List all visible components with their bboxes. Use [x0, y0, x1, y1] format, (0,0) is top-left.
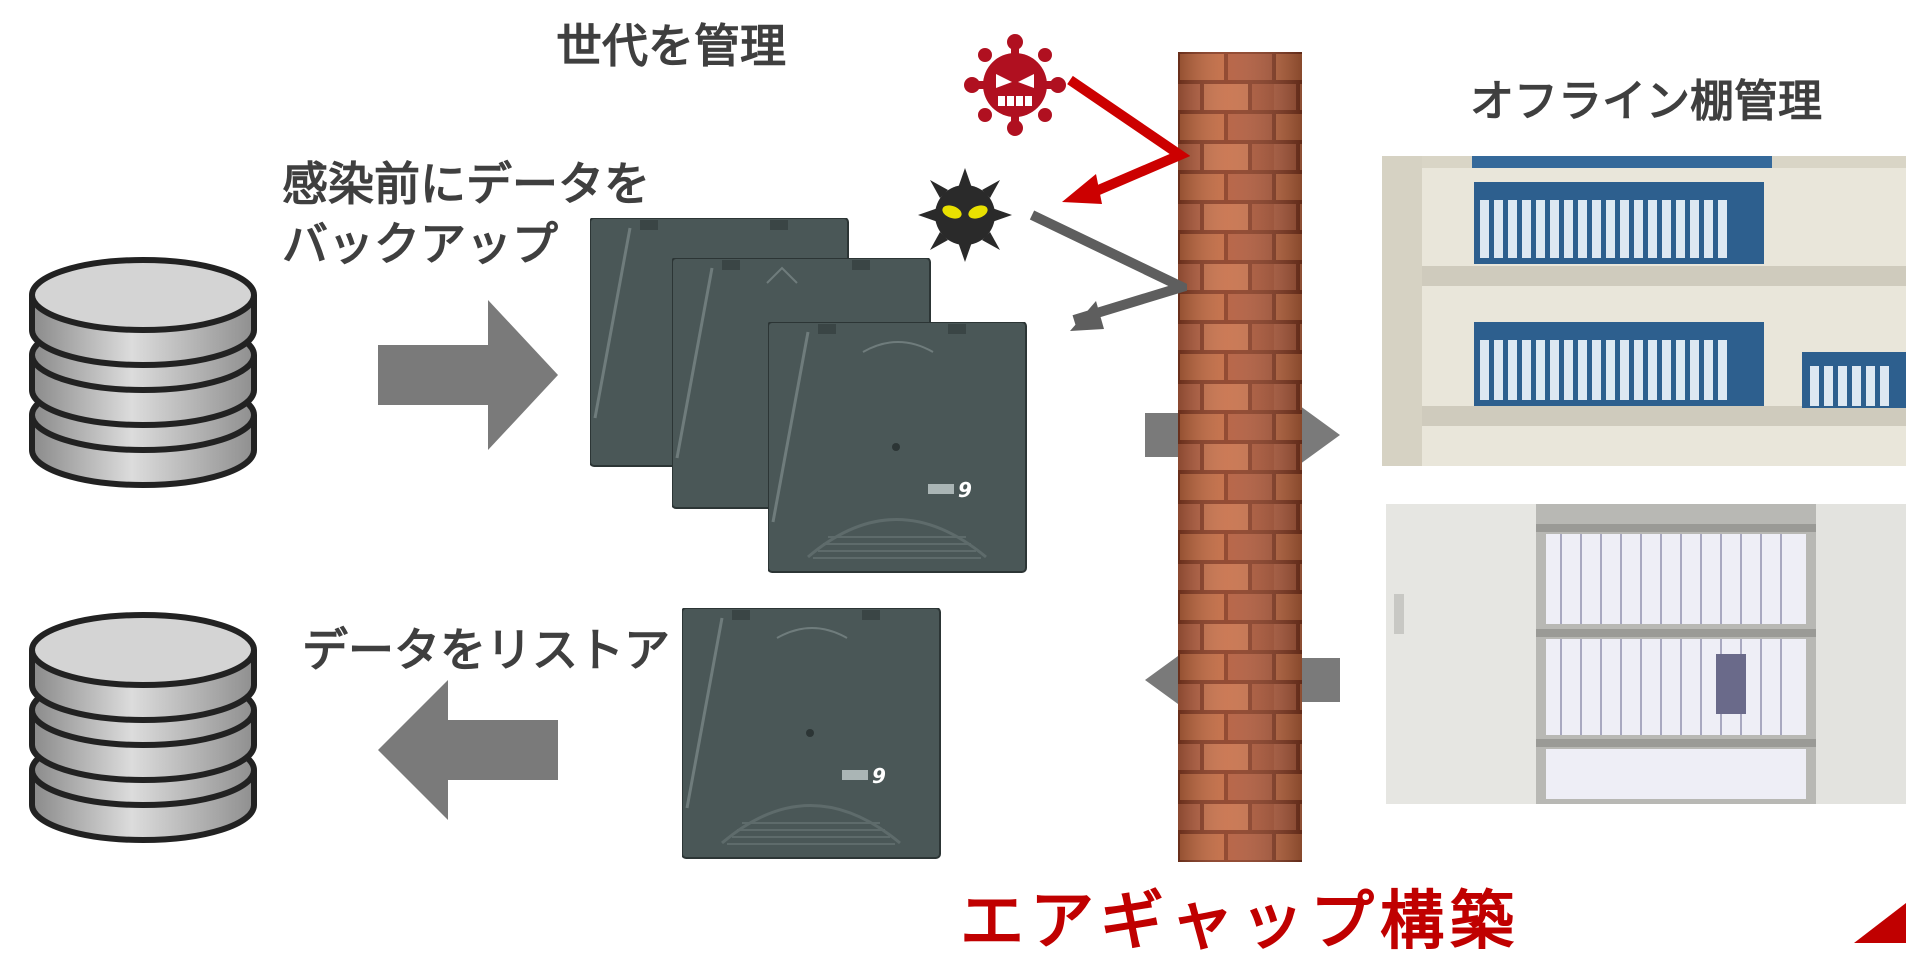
- shelf-photo: [1386, 504, 1906, 804]
- red-attack-arrow: [1062, 75, 1190, 204]
- shelf-photo: [1382, 156, 1906, 466]
- tape-brand-mark: 9: [872, 764, 886, 788]
- tape-cartridge-icon: 9: [682, 608, 941, 859]
- virus-icon: [964, 34, 1066, 136]
- backup-arrow: [378, 300, 558, 450]
- restore-arrow: [378, 680, 558, 820]
- tape-cartridge-icon: 9: [768, 322, 1027, 573]
- database-icon: [29, 257, 257, 488]
- generation-label: 世代を管理: [556, 19, 786, 73]
- backup-label-line1: 感染前にデータを: [282, 157, 650, 211]
- virus-icon: [918, 168, 1012, 262]
- offline-shelf-label: オフライン棚管理: [1470, 76, 1822, 127]
- database-icon: [29, 612, 257, 843]
- restore-label: データをリストア: [302, 623, 670, 677]
- gray-attack-arrow: [1029, 210, 1187, 331]
- backup-label-line2: バックアップ: [282, 217, 558, 271]
- brick-wall: [1178, 52, 1302, 862]
- air-gap-title: エアギャップ構築: [960, 885, 1520, 959]
- tape-brand-mark: 9: [958, 478, 972, 502]
- corner-accent: [1854, 903, 1906, 943]
